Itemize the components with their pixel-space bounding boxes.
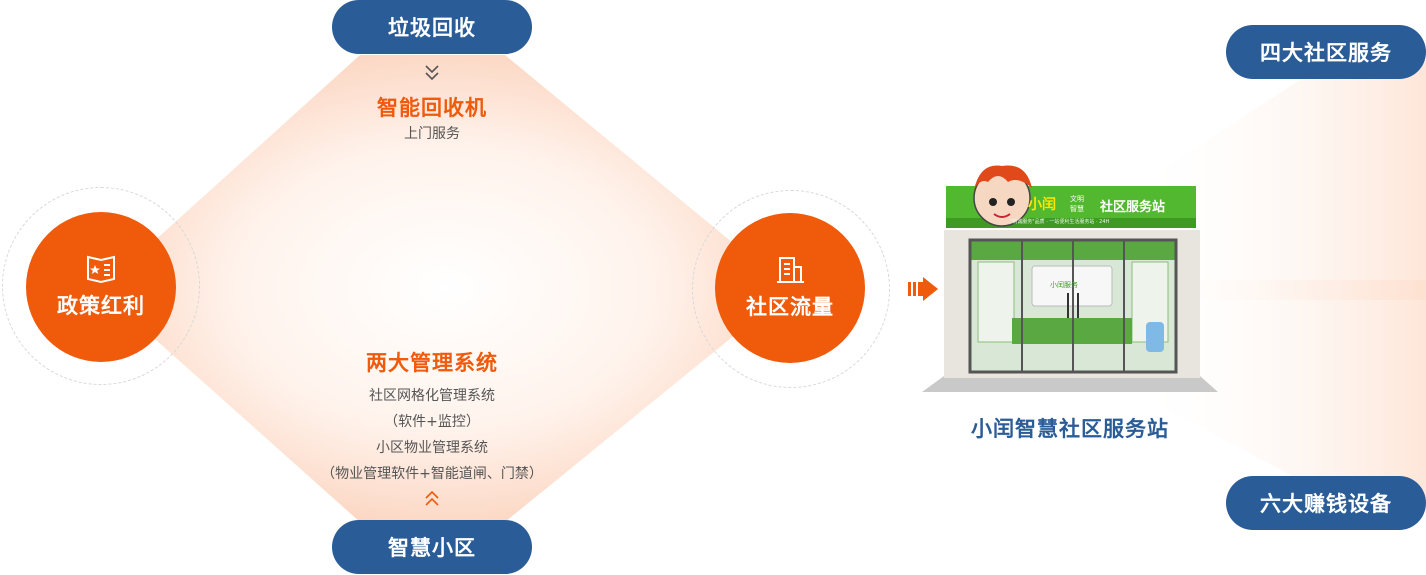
policy-bonus-circle: 政策红利 <box>26 212 176 362</box>
diamond-shape <box>100 55 790 522</box>
inner-sign: 小闰服务 <box>1050 281 1078 289</box>
system-line-1: 社区网格化管理系统 <box>369 388 495 404</box>
garbage-recycling-label: 垃圾回收 <box>388 16 476 40</box>
community-traffic-label: 社区流量 <box>746 295 834 319</box>
double-chevron-down-icon <box>425 65 439 81</box>
building-icon <box>777 257 804 283</box>
four-services-pill: 四大社区服务 <box>1226 25 1426 79</box>
store-title: 小闰智慧社区服务站 <box>971 417 1169 441</box>
system-line-3: 小区物业管理系统 <box>376 440 488 456</box>
right-glow-top <box>1130 60 1426 300</box>
arrow-right-icon <box>908 277 938 301</box>
smart-community-pill: 智慧小区 <box>332 520 532 574</box>
six-devices-pill: 六大赚钱设备 <box>1226 476 1426 530</box>
four-services-label: 四大社区服务 <box>1260 41 1392 65</box>
smart-recycler-title: 智能回收机 <box>377 96 487 120</box>
six-devices-label: 六大赚钱设备 <box>1260 492 1392 516</box>
double-chevron-up-icon <box>425 490 439 506</box>
system-line-2: （软件+监控） <box>384 414 480 430</box>
smart-community-label: 智慧小区 <box>388 536 476 560</box>
sign-sub-bottom: 智慧 <box>1070 205 1084 213</box>
right-circle-ring <box>692 190 890 388</box>
right-glow-bottom <box>1130 280 1426 500</box>
door-service-subtitle: 上门服务 <box>404 126 460 142</box>
left-circle-ring <box>2 187 200 385</box>
community-traffic-circle: 社区流量 <box>715 213 865 363</box>
system-line-4: （物业管理软件+智能道闸、门禁） <box>321 466 543 482</box>
garbage-recycling-pill: 垃圾回收 <box>332 0 532 54</box>
sign-strip: "精诚服务"品质 · 一站便利生活服务站 · 24H <box>1010 219 1110 225</box>
sign-sub-top: 文明 <box>1070 195 1084 203</box>
sign-text: 社区服务站 <box>1100 200 1166 215</box>
storefront-image <box>922 165 1218 392</box>
two-systems-title: 两大管理系统 <box>366 351 498 375</box>
policy-document-icon <box>87 255 115 284</box>
policy-bonus-label: 政策红利 <box>57 294 145 318</box>
sign-brand: 小闰 <box>1028 197 1056 213</box>
